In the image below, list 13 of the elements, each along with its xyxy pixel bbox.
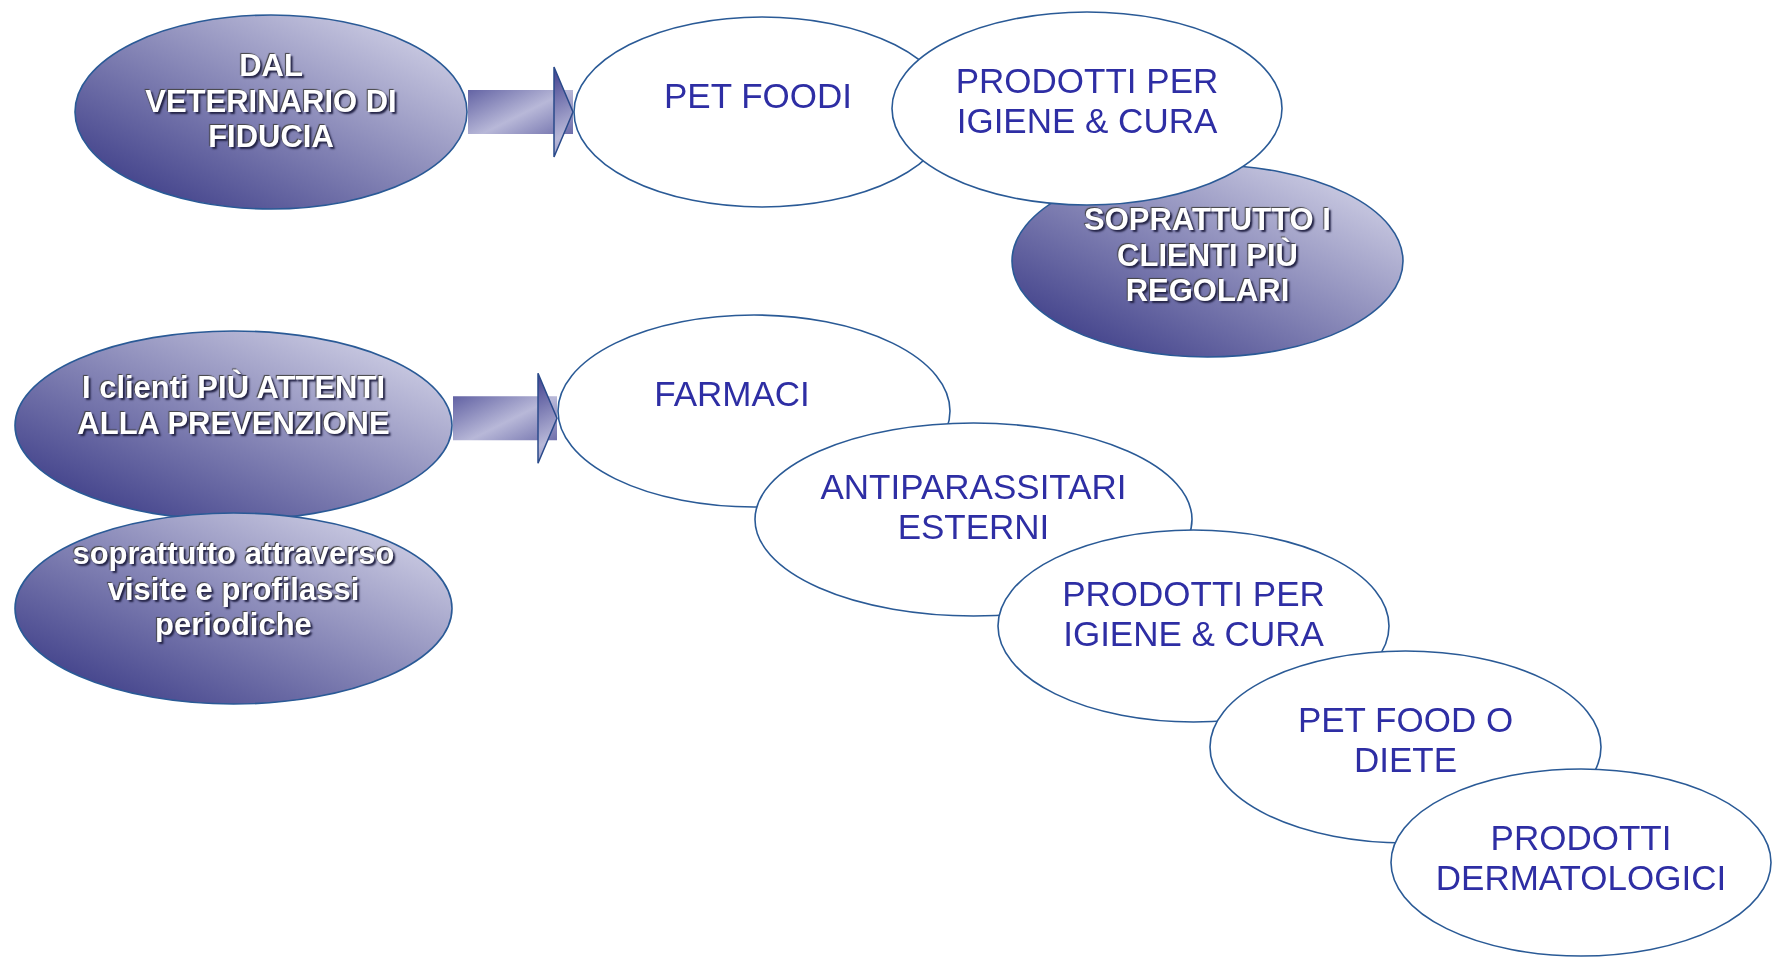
- ellipse-label: ANTIPARASSITARI ESTERNI: [819, 467, 1128, 548]
- ellipse-label: PET FOODI: [663, 76, 853, 117]
- ellipse-label: PET FOOD O DIETE: [1296, 700, 1515, 781]
- ellipse-label: FARMACI: [653, 374, 811, 415]
- ellipse-label: PRODOTTI PER IGIENE & CURA: [1061, 574, 1326, 655]
- block-arrow: [453, 372, 558, 464]
- ellipse-label: SOPRATTUTTO I CLIENTI PIÙ REGOLARI: [1083, 202, 1332, 309]
- ellipse-label: PRODOTTI DERMATOLOGICI: [1434, 818, 1728, 899]
- ellipse-label: soprattutto attraverso visite e profilassi periodiche: [71, 536, 396, 643]
- block-arrow: [468, 66, 574, 158]
- ellipse-label: PRODOTTI PER IGIENE & CURA: [954, 61, 1220, 142]
- ellipse-label: I clienti PIÙ ATTENTI ALLA PREVENZIONE: [76, 370, 391, 442]
- ellipse-label: DAL VETERINARIO DI FIDUCIA: [144, 48, 398, 155]
